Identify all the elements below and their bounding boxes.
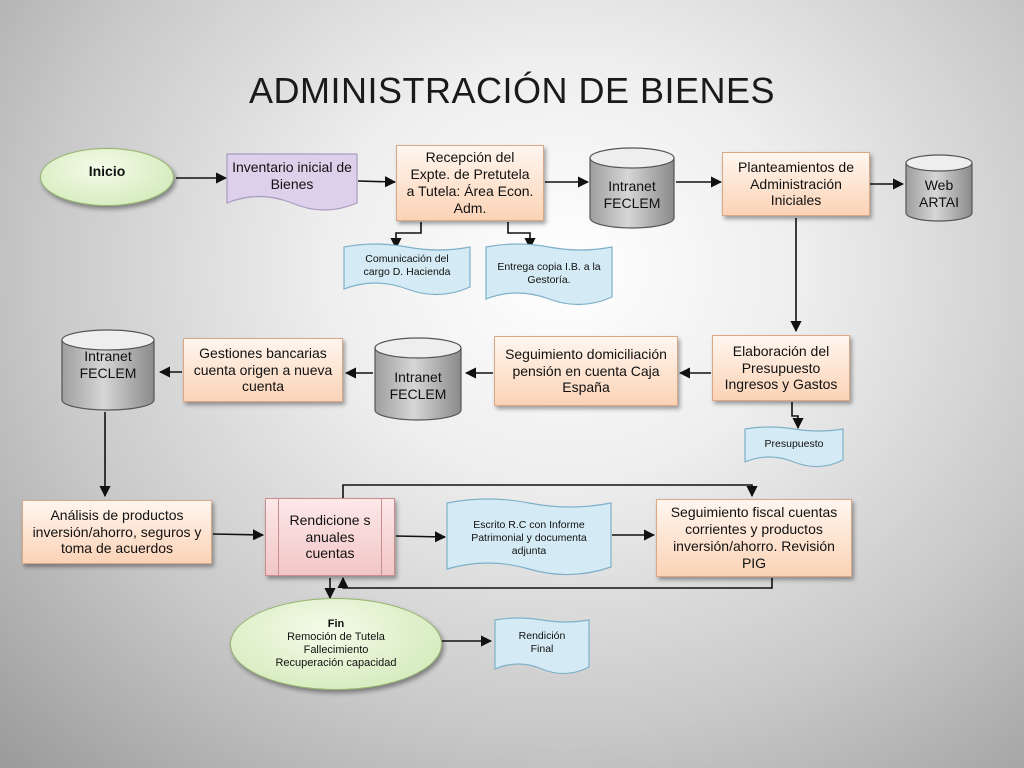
page-title: ADMINISTRACIÓN DE BIENES (248, 70, 776, 111)
document-shape (343, 243, 471, 296)
inventory-node: Inventario inicial de Bienes (226, 153, 358, 213)
document-shape (744, 426, 844, 468)
intranet-mid-label: Intranet FECLEM (389, 369, 447, 402)
end-node-line-2: Fallecimiento (303, 644, 369, 656)
database-icon (374, 337, 462, 421)
communication-label: Comunicación del cargo D. Hacienda (363, 253, 451, 279)
pension-tracking-node: Seguimiento domiciliación pensión en cue… (494, 336, 678, 406)
document-shape (485, 243, 613, 306)
annual-accounts-right-bar (381, 499, 382, 575)
database-icon (61, 329, 155, 411)
arrow-recepcion-comunicacion (390, 222, 422, 250)
reception-node: Recepción del Expte. de Pretutela a Tute… (396, 145, 544, 221)
annual-accounts-label: Rendicione s anuales cuentas (289, 511, 371, 562)
document-shape (494, 617, 590, 675)
fiscal-tracking-node: Seguimiento fiscal cuentas corrientes y … (656, 499, 852, 577)
report-label: Escrito R.C con Informe Patrimonial y do… (471, 519, 587, 558)
annual-accounts-left-bar (278, 499, 279, 575)
web-artai-label: Web ARTAI (919, 177, 959, 210)
intranet-left-label: Intranet FECLEM (79, 348, 137, 381)
end-node-line-1: Remoción de Tutela (287, 630, 385, 643)
web-artai-database: Web ARTAI (904, 153, 974, 223)
inventory-document-shape (226, 153, 358, 211)
final-rendition-document: Rendición Final (494, 617, 590, 677)
reception-node-label: Recepción del Expte. de Pretutela a Tute… (406, 149, 534, 216)
intranet-top-database: Intranet FECLEM (588, 146, 676, 230)
document-shape (446, 498, 612, 576)
planning-node-label: Planteamientos de Administración Inicial… (738, 158, 854, 209)
start-node: Inicio (40, 148, 174, 206)
analysis-node: Análisis de productos inversión/ahorro, … (22, 500, 212, 564)
budget-label: Presupuesto (764, 438, 824, 451)
intranet-mid-database: Intranet FECLEM (373, 336, 463, 422)
arrow-inventario-recepcion (357, 176, 397, 188)
end-node: Fin Remoción de Tutela Fallecimiento Rec… (230, 598, 442, 690)
end-node-title: Fin (327, 617, 345, 630)
budget-preparation-node: Elaboración del Presupuesto Ingresos y G… (712, 335, 850, 401)
loop-fiscal-rendiciones (337, 576, 773, 589)
delivery-label: Entrega copia I.B. a la Gestoría. (497, 261, 601, 287)
inventory-node-label: Inventario inicial de Bienes (232, 159, 352, 192)
arrow-analisis-rendiciones (212, 529, 265, 541)
communication-document: Comunicación del cargo D. Hacienda (343, 243, 471, 299)
database-icon (905, 154, 973, 222)
annual-accounts-node: Rendicione s anuales cuentas (265, 498, 395, 576)
final-rendition-label: Rendición Final (518, 629, 566, 655)
report-document: Escrito R.C con Informe Patrimonial y do… (446, 497, 612, 579)
budget-preparation-label: Elaboración del Presupuesto Ingresos y G… (724, 342, 838, 393)
end-node-line-3: Recuperación capacidad (275, 657, 397, 670)
budget-document: Presupuesto (744, 426, 844, 470)
delivery-document: Entrega copia I.B. a la Gestoría. (485, 243, 613, 309)
bank-management-label: Gestiones bancarias cuenta origen a nuev… (193, 344, 333, 395)
intranet-left-database: Intranet FECLEM (60, 328, 156, 412)
pension-tracking-label: Seguimiento domiciliación pensión en cue… (505, 345, 667, 396)
bank-management-node: Gestiones bancarias cuenta origen a nuev… (183, 338, 343, 402)
arrow-elaboracion-presupuesto (791, 402, 804, 430)
fiscal-tracking-label: Seguimiento fiscal cuentas corrientes y … (670, 504, 838, 571)
intranet-top-label: Intranet FECLEM (603, 178, 661, 211)
loop-rendiciones-fiscal (342, 484, 758, 500)
database-icon (589, 147, 675, 229)
analysis-label: Análisis de productos inversión/ahorro, … (32, 506, 202, 557)
start-node-label: Inicio (88, 163, 126, 179)
arrow-recepcion-entrega (507, 222, 536, 250)
arrow-rendiciones-escrito (395, 531, 447, 543)
planning-node: Planteamientos de Administración Inicial… (722, 152, 870, 216)
